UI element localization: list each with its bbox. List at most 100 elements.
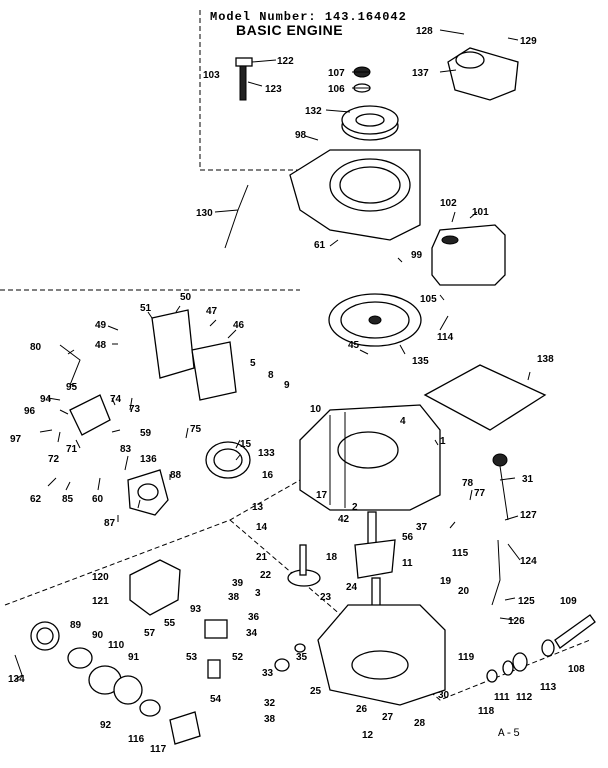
carburetor-part [127, 469, 169, 516]
callout: 78 [462, 478, 474, 489]
leader-lines [39, 29, 531, 621]
diagram-title: BASIC ENGINE [236, 22, 344, 38]
callout: 32 [264, 698, 276, 709]
callout: 106 [328, 84, 345, 95]
breather-tube-part [224, 184, 249, 249]
callout: 37 [416, 522, 428, 533]
callout: 136 [140, 454, 157, 465]
callout: 55 [164, 618, 176, 629]
mounting-bracket-part [204, 619, 228, 679]
callout: 88 [170, 470, 182, 481]
callout: 48 [95, 340, 107, 351]
callout: 91 [128, 652, 140, 663]
cylinder-block-part [299, 404, 441, 511]
callout: 83 [120, 444, 132, 455]
control-bracket-part [69, 394, 111, 436]
callout: 46 [233, 320, 245, 331]
callout: 13 [252, 502, 264, 513]
callout: 5 [250, 358, 256, 369]
callout: 35 [296, 652, 308, 663]
governor-part [274, 643, 306, 672]
dipstick-part [492, 453, 509, 521]
pto-shaft-part [486, 614, 596, 683]
callout: 103 [203, 70, 220, 81]
callout: 8 [268, 370, 274, 381]
callout: 3 [255, 588, 261, 599]
callout: 50 [180, 292, 192, 303]
callout: 118 [478, 706, 495, 717]
callout: 130 [196, 208, 213, 219]
callout: 89 [70, 620, 82, 631]
callout: 54 [210, 694, 222, 705]
callout: 123 [265, 84, 282, 95]
callout: 119 [458, 652, 475, 663]
callout: 102 [440, 198, 457, 209]
callout: 95 [66, 382, 78, 393]
model-number-label: Model Number: 143.164042 [210, 10, 407, 24]
air-filter-part [341, 105, 399, 141]
callout: 34 [246, 628, 258, 639]
rewind-starter-part [67, 647, 201, 745]
callout: 51 [140, 303, 152, 314]
callout: 137 [412, 68, 429, 79]
callout: 9 [284, 380, 290, 391]
manual-booklet-part [423, 364, 547, 431]
oil-fill-tube-part [491, 539, 501, 606]
callout: 45 [348, 340, 360, 351]
callout: 99 [411, 250, 423, 261]
callout: 108 [568, 664, 585, 675]
callout: 120 [92, 572, 109, 583]
callout: 23 [320, 592, 332, 603]
callout: 15 [240, 439, 252, 450]
callout: 47 [206, 306, 218, 317]
callout: 85 [62, 494, 74, 505]
callout: 109 [560, 596, 577, 607]
callout: 21 [256, 552, 268, 563]
flywheel-part [328, 293, 422, 347]
fuel-tank-part [447, 47, 519, 101]
callout-labels: 122 103 123 107 106 128 129 137 132 98 1… [8, 26, 585, 755]
throttle-link-part [59, 344, 81, 386]
callout: 4 [400, 416, 406, 427]
callout: 61 [314, 240, 326, 251]
callout: 75 [190, 424, 202, 435]
callout: 16 [262, 470, 274, 481]
callout: 128 [416, 26, 433, 37]
callout: 127 [520, 510, 537, 521]
callout: 12 [362, 730, 374, 741]
callout: 97 [10, 434, 22, 445]
callout: 134 [8, 674, 25, 685]
cap-screw-part [235, 57, 253, 101]
callout: 117 [150, 744, 167, 755]
callout: 57 [144, 628, 156, 639]
callout: 93 [190, 604, 202, 615]
callout: 133 [258, 448, 275, 459]
callout: 26 [356, 704, 368, 715]
callout: 135 [412, 356, 429, 367]
callout: 94 [40, 394, 52, 405]
callout: 101 [472, 207, 489, 218]
callout: 96 [24, 406, 36, 417]
callout: 39 [232, 578, 244, 589]
callout: 2 [352, 502, 358, 513]
callout: 20 [458, 586, 470, 597]
callout: 52 [232, 652, 244, 663]
muffler-part [431, 224, 506, 286]
intake-gasket-part [151, 309, 237, 401]
callout: 19 [440, 576, 452, 587]
callout: 125 [518, 596, 535, 607]
callout: 92 [100, 720, 112, 731]
callout: 87 [104, 518, 116, 529]
callout: 113 [540, 682, 557, 693]
callout: 77 [474, 488, 486, 499]
callout: 27 [382, 712, 394, 723]
callout: 73 [129, 404, 141, 415]
callout: 25 [310, 686, 322, 697]
callout: 53 [186, 652, 198, 663]
callout: 60 [92, 494, 104, 505]
callout: 17 [316, 490, 328, 501]
callout: 11 [402, 558, 413, 569]
dashed-boundary-top [199, 10, 340, 171]
